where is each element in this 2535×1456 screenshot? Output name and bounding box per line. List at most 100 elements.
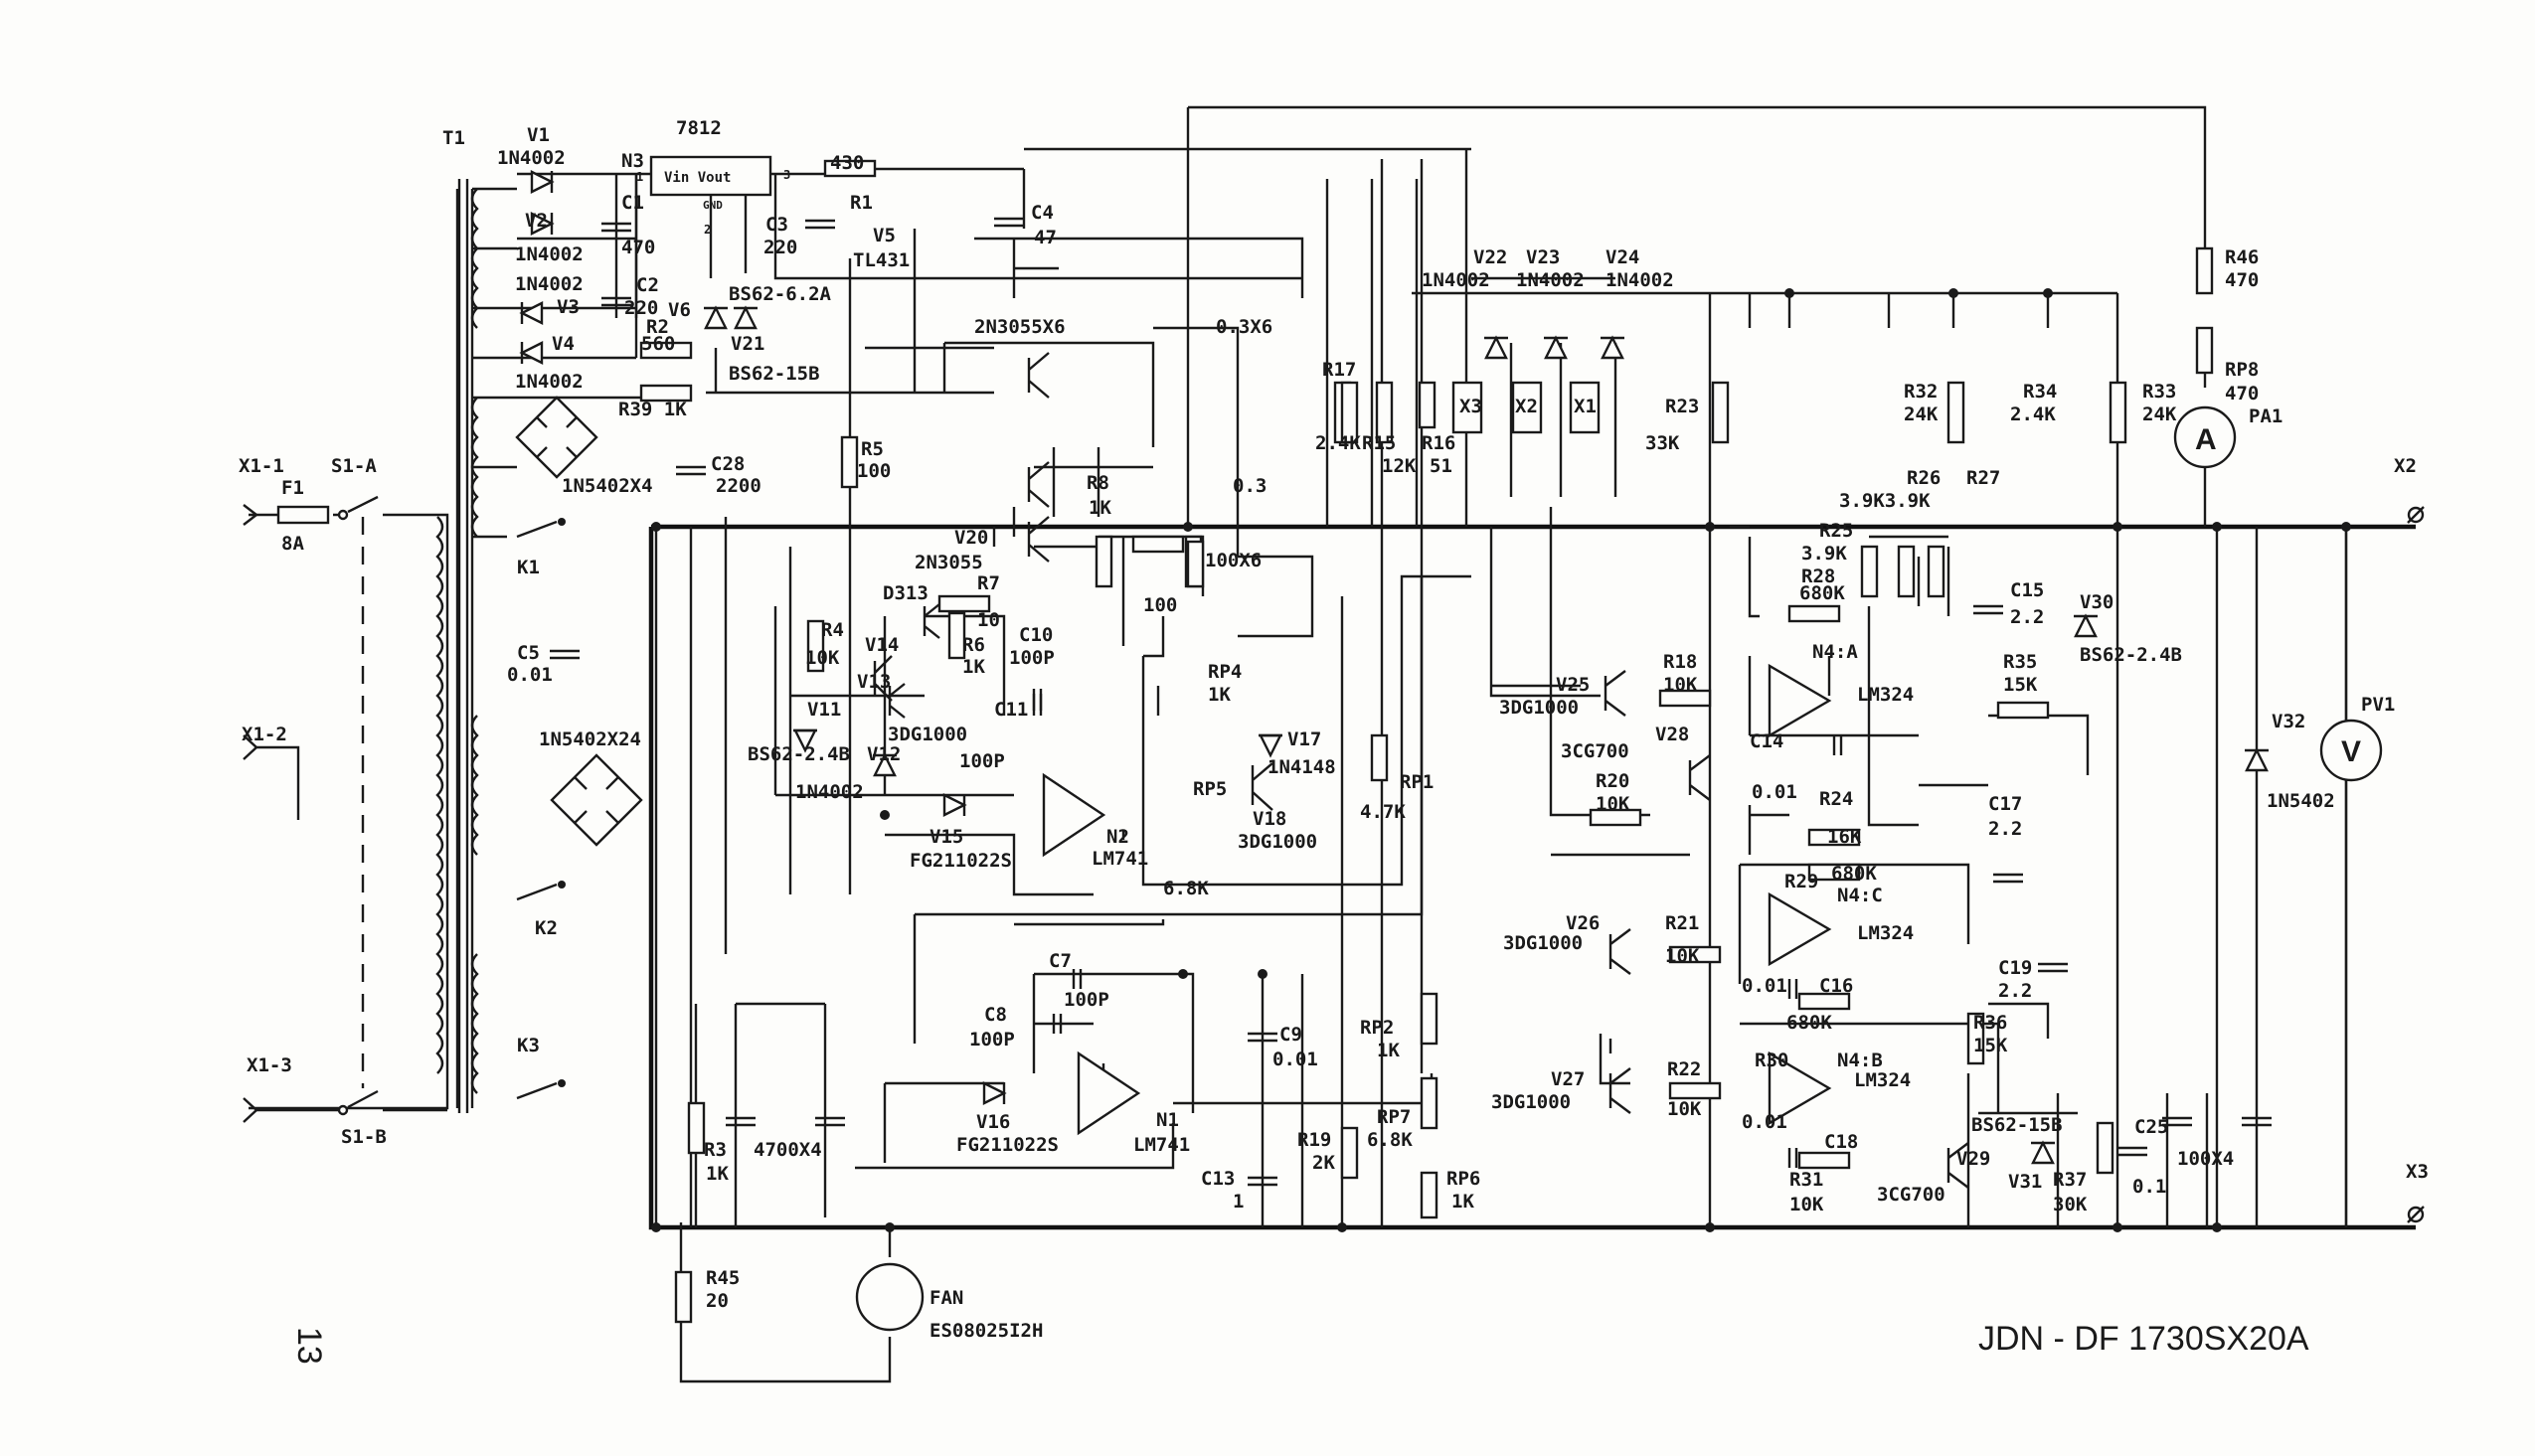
label-v28: V28 (1655, 724, 1689, 745)
label-c28-value: 2200 (716, 475, 761, 497)
label-n2-value: LM741 (1092, 848, 1148, 870)
label-r46: R46 (2225, 246, 2259, 268)
label-v6-value: BS62-6.2A (729, 283, 832, 305)
label-v1-value: 1N4002 (497, 147, 566, 169)
label-v29-value: 3CG700 (1877, 1184, 1945, 1206)
label-bridge2: 1N5402X24 (539, 728, 641, 750)
label-pin-2: 2 (704, 223, 711, 237)
label-r6-value: 1K (962, 656, 985, 678)
label-n4b: N4:B (1837, 1050, 1883, 1071)
label-c14: C14 (1750, 730, 1783, 752)
label-n1: N1 (1156, 1109, 1179, 1131)
label-v4-value: 1N4002 (515, 371, 584, 393)
voltmeter-pv1 (2319, 719, 2383, 782)
label-pin-1: 1 (636, 170, 643, 184)
label-r33: R33 (2142, 381, 2176, 403)
label-c9-value: 0.01 (1272, 1049, 1318, 1070)
label-v5: V5 (873, 225, 896, 246)
label-r34-value: 2.4K (2010, 404, 2056, 425)
label-r16-value: 51 (1430, 455, 1452, 477)
label-r32: R32 (1904, 381, 1938, 403)
label-r1-value: 430 (830, 152, 864, 174)
label-v17-value: 1N4148 (1268, 756, 1336, 778)
switch-s1a-contact (337, 509, 349, 521)
label-v23: V23 (1526, 246, 1560, 268)
label-c3: C3 (765, 214, 788, 236)
label-v29: V29 (1956, 1148, 1990, 1170)
label-k2: K2 (535, 917, 558, 939)
label-c18: C18 (1824, 1131, 1858, 1153)
label-rp1-value: 4.7K (1360, 801, 1406, 823)
label-r3: R3 (704, 1139, 727, 1161)
label-v16: V16 (976, 1111, 1010, 1133)
label-fan: FAN (930, 1287, 963, 1309)
label-v3: V3 (557, 296, 580, 318)
label-f1: F1 (281, 477, 304, 499)
label-c13: C13 (1201, 1168, 1235, 1190)
label-v22-value: 1N4002 (1422, 269, 1490, 291)
label-relay-x3: X3 (1459, 396, 1482, 417)
label-v14: V14 (865, 634, 899, 656)
relay-coils (1451, 381, 1601, 434)
label-v6: V6 (668, 299, 691, 321)
label-c17-value: 2.2 (1988, 818, 2022, 840)
label-rp5: RP5 (1193, 778, 1227, 800)
relay-contacts (516, 518, 566, 1100)
label-r36: R36 (1973, 1012, 2007, 1034)
label-r37: R37 (2053, 1169, 2087, 1191)
label-n3: N3 (621, 150, 644, 172)
label-c1: C1 (621, 192, 644, 214)
label-rp1: RP1 (1400, 771, 1434, 793)
regulator-7812 (649, 155, 772, 197)
label-t1: T1 (442, 127, 465, 149)
label-r4-value: 10K (805, 647, 840, 669)
label-r2: R2 (646, 316, 669, 338)
label-v11: V11 (807, 699, 841, 721)
label-x3: X3 (2406, 1161, 2429, 1183)
label-r19: R19 (1297, 1129, 1331, 1151)
label-rp4-value: 1K (1208, 684, 1231, 706)
input-section (243, 495, 447, 1123)
label-c25-value: 0.1 (2132, 1176, 2166, 1198)
label-r7: R7 (977, 572, 1000, 594)
label-v16-value: FG211022S (956, 1134, 1059, 1156)
label-r6: R6 (962, 634, 985, 656)
label-v30: V30 (2080, 591, 2113, 613)
label-r30: R30 (1755, 1050, 1788, 1071)
label-r22-value: 10K (1667, 1098, 1702, 1120)
label-c1-value: 470 (621, 237, 655, 258)
label-k3: K3 (517, 1035, 540, 1056)
label-c9: C9 (1279, 1024, 1302, 1046)
switch-s1b-contact (337, 1104, 349, 1116)
label-r5-value: 100 (857, 460, 891, 482)
label-v15-value: FG211022S (910, 850, 1012, 872)
label-rp6: RP6 (1446, 1168, 1480, 1190)
model-number: JDN - DF 1730SX20A (1978, 1320, 2309, 1358)
label-v24: V24 (1606, 246, 1639, 268)
label-r15: R15 (1362, 432, 1396, 454)
label-fan-value: ES08025I2H (930, 1320, 1043, 1342)
label-pin-3: 3 (783, 168, 790, 182)
label-v27-value: 3DG1000 (1491, 1091, 1571, 1113)
label-c19: C19 (1998, 957, 2032, 979)
label-c5-value: 0.01 (507, 664, 553, 686)
label-c19-value: 2.2 (1998, 980, 2032, 1002)
label-v22: V22 (1473, 246, 1507, 268)
label-pa1: PA1 (2249, 405, 2282, 427)
label-n4a: N4:A (1812, 641, 1858, 663)
label-r23: R23 (1665, 396, 1699, 417)
label-v21-value: BS62-15B (729, 363, 820, 385)
label-r24-value: 16K (1827, 826, 1862, 848)
label-r17-value: 2.4K (1315, 432, 1361, 454)
label-c14-value: 0.01 (1752, 781, 1797, 803)
label-x1-3: X1-3 (247, 1054, 292, 1076)
label-n1-value: LM741 (1133, 1134, 1190, 1156)
label-v25-value: 3DG1000 (1499, 697, 1579, 719)
label-n2: N2 (1106, 826, 1129, 848)
label-v18: V18 (1253, 808, 1286, 830)
label-r7-value: 10 (977, 609, 1000, 631)
op-amps (1042, 663, 1832, 1136)
label-r3-value: 1K (706, 1163, 729, 1185)
label-r27: R27 (1966, 467, 2000, 489)
